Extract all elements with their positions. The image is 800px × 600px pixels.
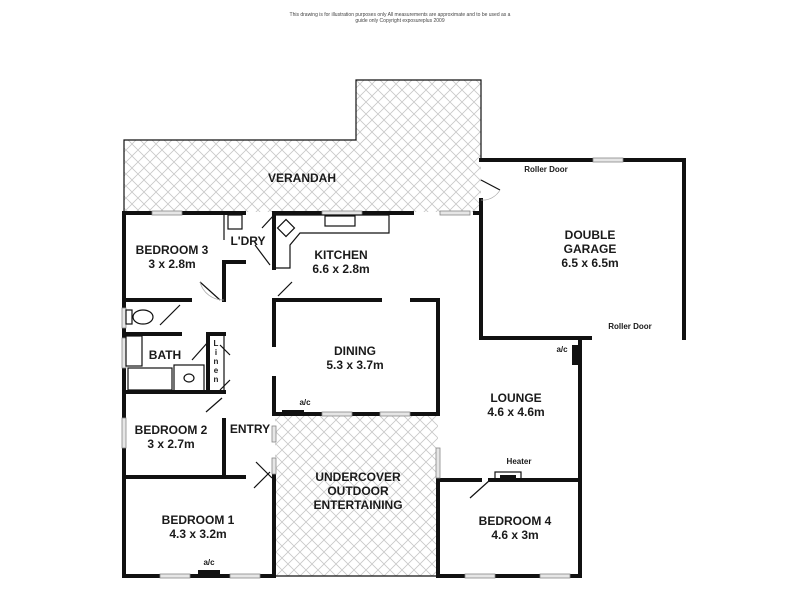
fixtures bbox=[125, 214, 580, 576]
size-dining: 5.3 x 3.7m bbox=[326, 358, 383, 372]
disclaimer-line-2: guide only Copyright exposureplus 2009 bbox=[355, 18, 445, 24]
disclaimer-line-1: This drawing is for illustration purpose… bbox=[289, 12, 511, 18]
svg-text:i: i bbox=[215, 348, 217, 357]
size-garage: 6.5 x 6.5m bbox=[561, 256, 618, 270]
label-lounge: LOUNGE bbox=[490, 391, 541, 405]
label-bedroom1: BEDROOM 1 bbox=[162, 513, 235, 527]
ac-unit-dining bbox=[282, 410, 304, 416]
ac-unit-bedroom1 bbox=[198, 570, 220, 576]
label-garage-line1: DOUBLE bbox=[565, 228, 616, 242]
size-bedroom2: 3 x 2.7m bbox=[147, 437, 194, 451]
label-bath: BATH bbox=[149, 348, 181, 362]
label-ac-bedroom1: a/c bbox=[203, 558, 215, 567]
walls bbox=[122, 158, 686, 578]
label-verandah: VERANDAH bbox=[268, 171, 336, 185]
label-outdoor-line3: ENTERTAINING bbox=[313, 498, 402, 512]
svg-text:n: n bbox=[214, 357, 219, 366]
size-bedroom1: 4.3 x 3.2m bbox=[169, 527, 226, 541]
size-bedroom4: 4.6 x 3m bbox=[491, 528, 538, 542]
label-roller-door-top: Roller Door bbox=[524, 165, 568, 174]
label-garage-line2: GARAGE bbox=[564, 242, 617, 256]
doors bbox=[159, 179, 501, 499]
svg-text:L: L bbox=[214, 339, 219, 348]
label-laundry: L'DRY bbox=[230, 234, 265, 248]
label-bedroom2: BEDROOM 2 bbox=[135, 423, 208, 437]
label-outdoor-line2: OUTDOOR bbox=[327, 484, 389, 498]
label-ac-dining: a/c bbox=[299, 398, 311, 407]
ac-unit-lounge bbox=[572, 345, 580, 365]
verandah-area bbox=[123, 79, 482, 212]
label-linen: L i n e n bbox=[214, 339, 219, 384]
label-ac-lounge: a/c bbox=[556, 345, 568, 354]
outdoor-entertaining-area bbox=[275, 416, 438, 577]
label-outdoor-line1: UNDERCOVER bbox=[315, 470, 401, 484]
label-bedroom3: BEDROOM 3 bbox=[136, 243, 209, 257]
label-roller-door-bottom: Roller Door bbox=[608, 322, 652, 331]
disclaimer: This drawing is for illustration purpose… bbox=[270, 12, 530, 24]
size-lounge: 4.6 x 4.6m bbox=[487, 405, 544, 419]
svg-text:n: n bbox=[214, 375, 219, 384]
label-dining: DINING bbox=[334, 344, 376, 358]
label-heater: Heater bbox=[507, 457, 532, 466]
size-kitchen: 6.6 x 2.8m bbox=[312, 262, 369, 276]
label-bedroom4: BEDROOM 4 bbox=[479, 514, 552, 528]
label-kitchen: KITCHEN bbox=[314, 248, 367, 262]
size-bedroom3: 3 x 2.8m bbox=[148, 257, 195, 271]
svg-text:e: e bbox=[214, 366, 219, 375]
label-entry: ENTRY bbox=[230, 422, 270, 436]
windows bbox=[121, 157, 624, 579]
